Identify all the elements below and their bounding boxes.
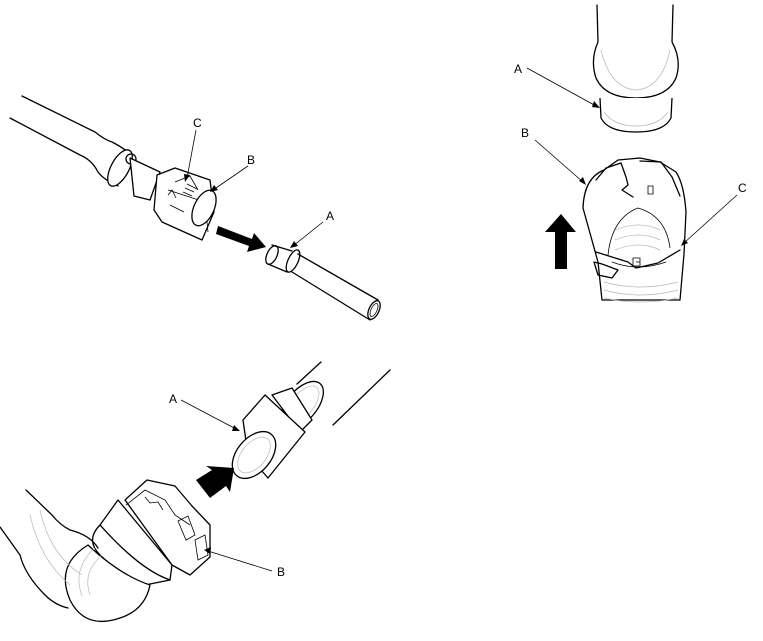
label-c: C [193, 116, 202, 130]
label-a: A [514, 62, 523, 76]
label-c: C [738, 181, 747, 195]
label-a: A [169, 392, 178, 406]
label-a: A [326, 209, 335, 223]
label-b: B [247, 153, 256, 167]
label-b: B [277, 565, 286, 579]
label-b: B [521, 126, 530, 140]
